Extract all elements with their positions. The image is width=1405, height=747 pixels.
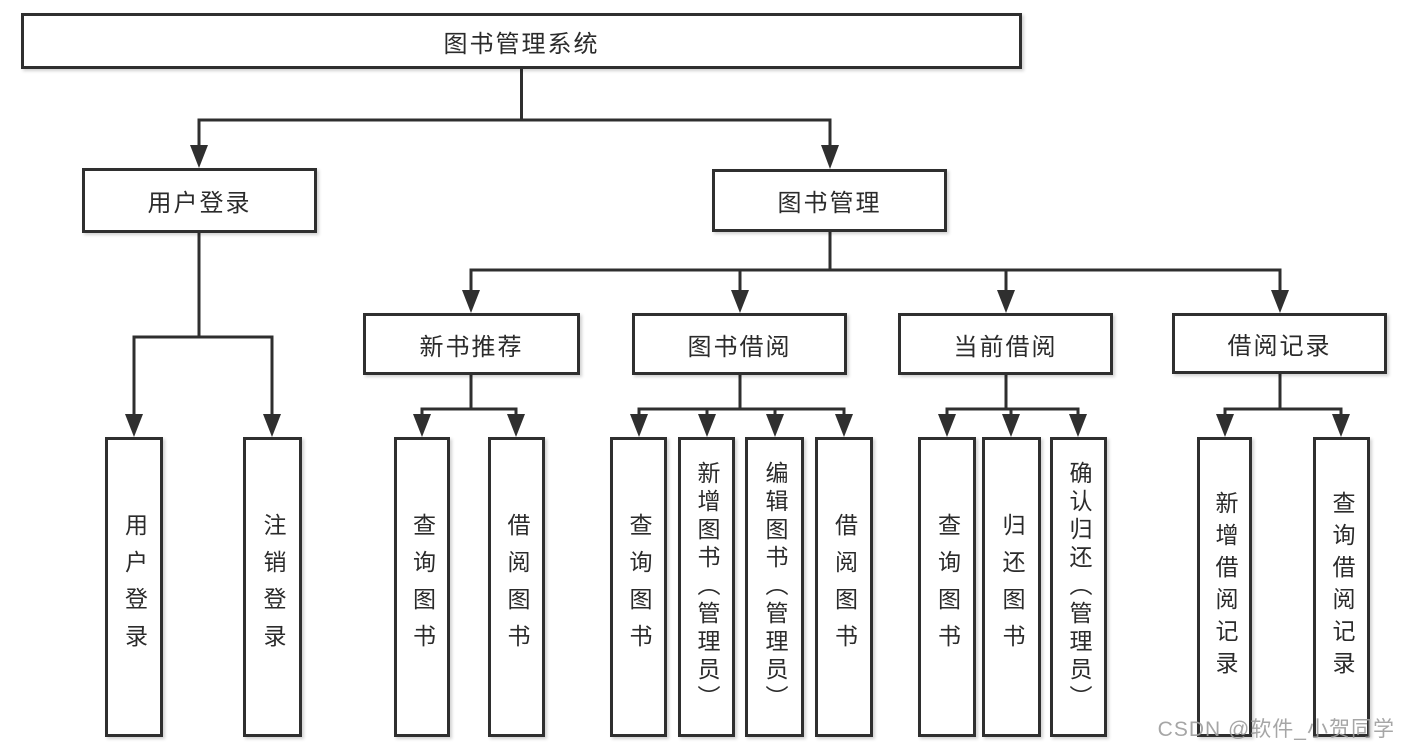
arrow-down-icon	[630, 414, 648, 437]
node-label: 归还图书	[999, 513, 1025, 661]
arrow-down-icon	[938, 414, 956, 437]
node-new-book-recommendation: 新书推荐	[363, 313, 580, 375]
node-label: 图书管理系统	[443, 30, 600, 58]
csdn-watermark: CSDN @软件_小贺同学	[1157, 718, 1395, 741]
leaf-confirm-return-admin: 确认归还（管理员）	[1050, 437, 1107, 737]
node-label: 查询借阅记录	[1329, 491, 1355, 683]
leaf-search-books-recommend: 查询图书	[394, 437, 450, 737]
leaf-borrow-books: 借阅图书	[815, 437, 873, 737]
node-label: 用户登录	[121, 513, 148, 661]
leaf-user-login: 用户登录	[105, 437, 163, 737]
arrow-down-icon	[1069, 414, 1087, 437]
node-label: 用户登录	[147, 190, 252, 217]
arrow-down-icon	[698, 414, 716, 437]
node-label: 查询图书	[626, 513, 652, 661]
node-label: 注销登录	[260, 513, 286, 661]
arrow-down-icon	[731, 290, 749, 313]
leaf-logout: 注销登录	[243, 437, 302, 737]
arrow-down-icon	[190, 145, 208, 168]
node-label: 新增图书（管理员）	[694, 461, 720, 713]
arrow-down-icon	[462, 290, 480, 313]
node-label: 借阅记录	[1227, 333, 1332, 360]
node-label: 图书借阅	[687, 333, 792, 361]
leaf-add-books-admin: 新增图书（管理员）	[678, 437, 735, 737]
leaf-search-borrow-record: 查询借阅记录	[1313, 437, 1370, 737]
arrow-down-icon	[1332, 414, 1350, 437]
node-user-login-branch: 用户登录	[82, 168, 317, 233]
leaf-add-borrow-record: 新增借阅记录	[1197, 437, 1252, 737]
node-label: 编辑图书（管理员）	[762, 461, 788, 713]
arrow-down-icon	[821, 145, 839, 169]
leaf-search-books-borrowing: 查询图书	[610, 437, 667, 737]
arrow-down-icon	[1271, 290, 1289, 313]
node-borrowing-records: 借阅记录	[1172, 313, 1387, 374]
arrow-down-icon	[835, 414, 853, 437]
node-label: 新书推荐	[419, 333, 524, 361]
node-label: 当前借阅	[953, 333, 1058, 361]
arrow-down-icon	[413, 414, 431, 437]
node-label: 查询图书	[409, 513, 436, 661]
arrowheads	[125, 145, 1350, 437]
arrow-down-icon	[507, 414, 525, 437]
node-book-borrowing: 图书借阅	[632, 313, 847, 375]
leaf-search-books-current: 查询图书	[918, 437, 976, 737]
node-label: 借阅图书	[504, 513, 530, 661]
arrow-down-icon	[263, 414, 281, 437]
arrow-down-icon	[125, 414, 143, 437]
node-label: 新增借阅记录	[1212, 491, 1238, 683]
node-label: 确认归还（管理员）	[1066, 461, 1092, 713]
node-label: 图书管理	[777, 190, 882, 217]
node-current-borrowing: 当前借阅	[898, 313, 1113, 375]
arrow-down-icon	[1002, 414, 1020, 437]
arrow-down-icon	[766, 414, 784, 437]
leaf-return-books: 归还图书	[982, 437, 1041, 737]
node-label: 查询图书	[934, 513, 961, 661]
leaf-edit-books-admin: 编辑图书（管理员）	[745, 437, 804, 737]
arrow-down-icon	[1216, 414, 1234, 437]
node-book-management-branch: 图书管理	[712, 169, 947, 232]
leaf-borrow-books-recommend: 借阅图书	[488, 437, 545, 737]
arrow-down-icon	[997, 290, 1015, 313]
node-label: 借阅图书	[831, 513, 858, 661]
node-root-library-system: 图书管理系统	[21, 13, 1022, 69]
